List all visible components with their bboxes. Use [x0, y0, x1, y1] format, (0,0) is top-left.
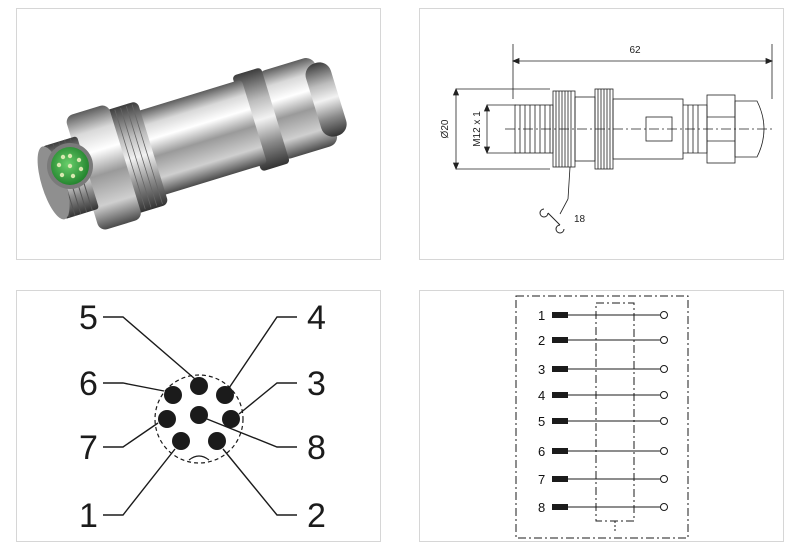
connector-outline [154, 374, 244, 464]
pin-label-1: 1 [79, 497, 98, 535]
wire-contact-6 [552, 448, 568, 454]
pin-2 [208, 432, 226, 450]
wire-pin-label-6: 6 [538, 444, 545, 459]
wire-terminal-6 [660, 447, 668, 455]
thread-label: M12 x 1 [472, 111, 483, 147]
wire-pin-label-3: 3 [538, 362, 545, 377]
housing-frame [515, 295, 689, 539]
hex-nut [233, 68, 290, 171]
wire-terminal-5 [660, 417, 668, 425]
pin-label-3: 3 [307, 365, 326, 403]
pin-6 [164, 386, 182, 404]
pin-5 [190, 377, 208, 395]
wire-contact-3 [552, 366, 568, 372]
pin-7 [158, 410, 176, 428]
wire-contact-4 [552, 392, 568, 398]
pin-label-4: 4 [307, 299, 326, 337]
wiring-diagram-panel: 1 2 3 4 5 6 7 8 [419, 290, 784, 542]
wire-terminal-7 [660, 475, 668, 483]
wire-terminal-1 [660, 311, 668, 319]
wire-pin-label-8: 8 [538, 500, 545, 515]
wire-terminal-3 [660, 365, 668, 373]
length-label: 62 [629, 45, 641, 56]
wire-contact-2 [552, 337, 568, 343]
wrench-size-label: 18 [574, 214, 586, 225]
product-photo-panel [16, 8, 381, 260]
wire-pin-label-5: 5 [538, 414, 545, 429]
pin-label-8: 8 [307, 429, 326, 467]
connector-photo [37, 58, 347, 230]
wire-contact-5 [552, 418, 568, 424]
pin-4 [216, 386, 234, 404]
wire-pin-label-2: 2 [538, 333, 545, 348]
wire-pin-label-7: 7 [538, 472, 545, 487]
pin-layout-diagram: 5 4 6 3 7 8 1 2 [79, 299, 326, 535]
dimension-drawing: 62 Ø20 M12 x 1 18 [440, 44, 774, 234]
coupling-nut [66, 105, 141, 230]
wire-pin-label-1: 1 [538, 308, 545, 323]
pin-label-6: 6 [79, 365, 98, 403]
wire-contact-8 [552, 504, 568, 510]
wire-terminal-2 [660, 336, 668, 344]
wiring-diagram: 1 2 3 4 5 6 7 8 [515, 295, 689, 539]
pin-1 [172, 432, 190, 450]
wire-terminal-8 [660, 503, 668, 511]
pin-label-5: 5 [79, 299, 98, 337]
pin-layout-panel: 5 4 6 3 7 8 1 2 [16, 290, 381, 542]
wrench-icon [539, 208, 565, 234]
connector-body [122, 80, 267, 200]
shield-frame [595, 302, 635, 522]
wire-pin-label-4: 4 [538, 388, 545, 403]
diameter-label: Ø20 [440, 119, 451, 138]
dimension-drawing-panel: 62 Ø20 M12 x 1 18 [419, 8, 784, 260]
wire-contact-1 [552, 312, 568, 318]
pin-3 [222, 410, 240, 428]
pin-label-7: 7 [79, 429, 98, 467]
pin-8 [190, 406, 208, 424]
pin-label-2: 2 [307, 497, 326, 535]
wire-terminal-4 [660, 391, 668, 399]
wire-contact-7 [552, 476, 568, 482]
